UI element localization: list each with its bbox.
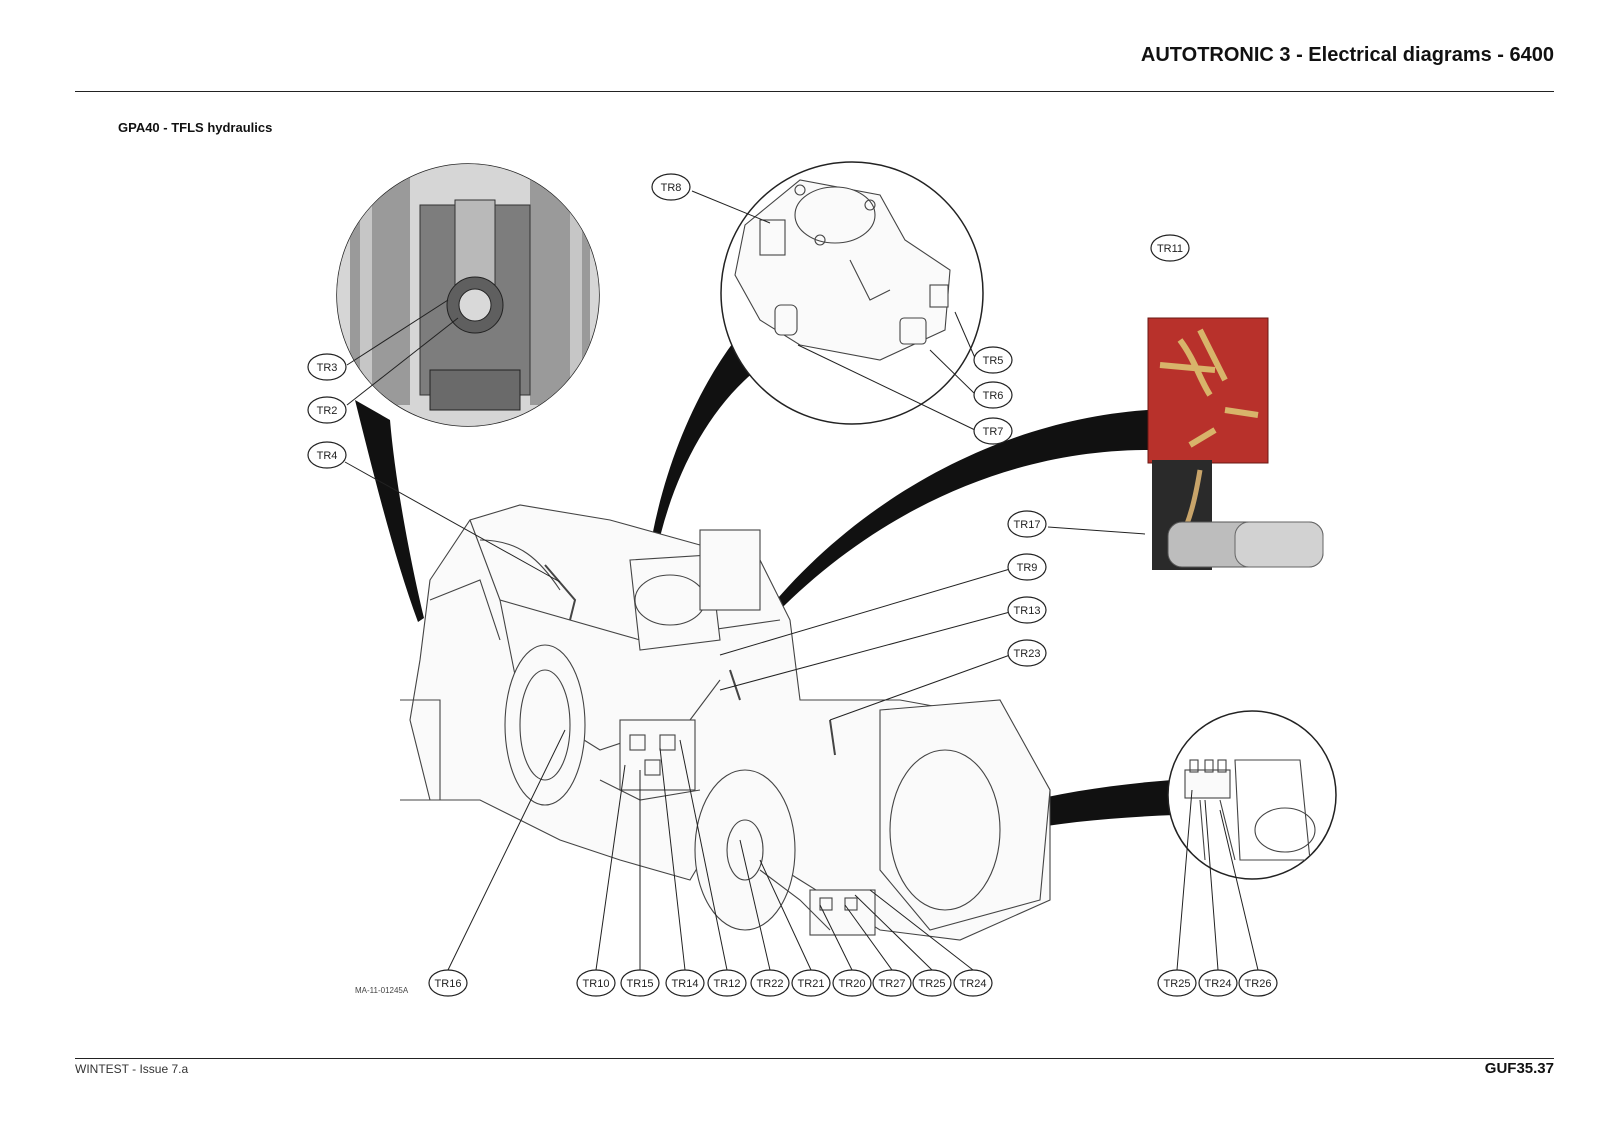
detail-circle-rear-housing (336, 163, 600, 427)
svg-text:TR10: TR10 (583, 978, 610, 990)
callout-tr17: TR17 (1007, 510, 1047, 538)
svg-text:TR5: TR5 (983, 355, 1004, 367)
svg-text:TR6: TR6 (983, 390, 1004, 402)
svg-text:TR12: TR12 (714, 978, 741, 990)
callout-tr16: TR16 (428, 969, 468, 997)
svg-text:TR13: TR13 (1014, 605, 1041, 617)
svg-text:TR14: TR14 (672, 978, 699, 990)
svg-text:TR3: TR3 (317, 362, 338, 374)
callout-tr23: TR23 (1007, 639, 1047, 667)
callout-tr24-main: TR24 (953, 969, 993, 997)
svg-text:TR24: TR24 (960, 978, 987, 990)
detail-circle-pump (720, 161, 984, 425)
callout-tr10: TR10 (576, 969, 616, 997)
svg-text:TR17: TR17 (1014, 519, 1041, 531)
svg-text:TR23: TR23 (1014, 648, 1041, 660)
svg-text:TR22: TR22 (757, 978, 784, 990)
valve-block-photo (1147, 317, 1324, 570)
svg-text:TR27: TR27 (879, 978, 906, 990)
callout-tr11: TR11 (1150, 234, 1190, 262)
svg-text:TR24: TR24 (1205, 978, 1232, 990)
callout-tr5: TR5 (973, 346, 1013, 374)
svg-text:TR25: TR25 (919, 978, 946, 990)
section-title: GPA40 - TFLS hydraulics (118, 120, 273, 135)
callout-tr25-main: TR25 (912, 969, 952, 997)
svg-text:TR9: TR9 (1017, 562, 1038, 574)
footer-divider (75, 1058, 1554, 1059)
document-title: AUTOTRONIC 3 - Electrical diagrams - 640… (1140, 44, 1554, 66)
svg-text:TR15: TR15 (627, 978, 654, 990)
callout-tr13: TR13 (1007, 596, 1047, 624)
callout-tr2: TR2 (307, 396, 347, 424)
callout-tr25-detail: TR25 (1157, 969, 1197, 997)
callout-tr8: TR8 (651, 173, 691, 201)
callout-tr9: TR9 (1007, 553, 1047, 581)
detail-circle-valves (1167, 710, 1337, 880)
callout-tr6: TR6 (973, 381, 1013, 409)
callout-tr14: TR14 (665, 969, 705, 997)
callout-tr3: TR3 (307, 353, 347, 381)
callout-tr15: TR15 (620, 969, 660, 997)
callout-tr24-detail: TR24 (1198, 969, 1238, 997)
svg-text:TR4: TR4 (317, 450, 338, 462)
callout-tr4: TR4 (307, 441, 347, 469)
callout-tr26: TR26 (1238, 969, 1278, 997)
svg-text:TR8: TR8 (661, 182, 682, 194)
svg-text:TR16: TR16 (435, 978, 462, 990)
svg-text:TR21: TR21 (798, 978, 825, 990)
footer-page-code: GUF35.37 (1484, 1060, 1554, 1077)
callout-tr20: TR20 (832, 969, 872, 997)
callout-tr7: TR7 (973, 417, 1013, 445)
svg-text:TR2: TR2 (317, 405, 338, 417)
svg-text:TR7: TR7 (983, 426, 1004, 438)
svg-text:TR25: TR25 (1164, 978, 1191, 990)
footer-issue: WINTEST - Issue 7.a (75, 1062, 189, 1076)
callout-tr22: TR22 (750, 969, 790, 997)
svg-text:TR20: TR20 (839, 978, 866, 990)
callout-tr12: TR12 (707, 969, 747, 997)
transmission-housing-drawing (400, 504, 1051, 941)
svg-text:TR11: TR11 (1157, 243, 1183, 255)
callout-tr27: TR27 (872, 969, 912, 997)
leader-lines (344, 190, 1259, 971)
callout-tr21: TR21 (791, 969, 831, 997)
header-divider (75, 91, 1554, 92)
drawing-reference: MA-11-01245A (355, 986, 409, 995)
svg-text:TR26: TR26 (1245, 978, 1272, 990)
